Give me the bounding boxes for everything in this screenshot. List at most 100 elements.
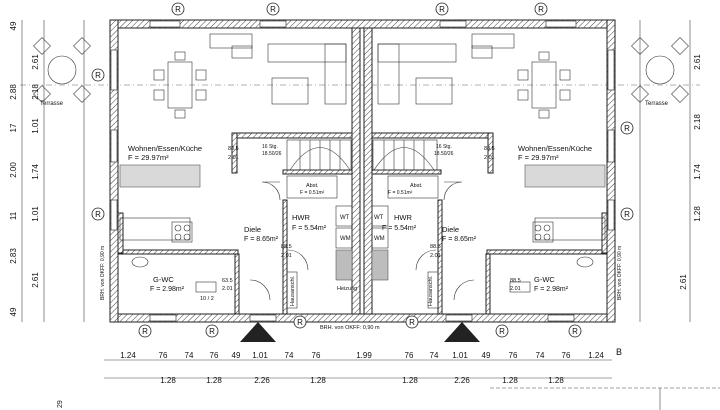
- room-name-diele-left: Diele: [244, 225, 261, 234]
- axis-marker: R: [435, 2, 449, 16]
- door-width-left-1: 2.01: [228, 155, 239, 161]
- label-abst-right: Abst.: [410, 183, 423, 189]
- dimension-label: 1.74: [31, 164, 40, 180]
- axis-marker: R: [293, 315, 307, 329]
- terrace-table-right: [631, 37, 689, 103]
- svg-text:R: R: [95, 71, 101, 80]
- dimension-label: 76: [312, 351, 321, 360]
- section-marker: B: [616, 347, 622, 357]
- svg-text:R: R: [538, 5, 544, 14]
- room-area-hwr-left: F = 5.54m²: [292, 225, 327, 232]
- label-stairs-left: 16 Stg.: [262, 144, 278, 150]
- label-abst-area-right: F = 0.51m²: [388, 190, 413, 196]
- furniture-left: [119, 33, 353, 309]
- label-stairs-right: 16 Stg.: [436, 144, 452, 150]
- svg-text:R: R: [624, 124, 630, 133]
- label-terrasse-right: Terrasse: [645, 101, 669, 107]
- entrance-marker-left: [240, 322, 276, 342]
- dim-bottom-left-edge: 29: [57, 400, 64, 408]
- svg-text:R: R: [499, 327, 505, 336]
- room-name-living-left: Wohnen/Essen/Küche: [128, 144, 202, 153]
- label-terrasse-left: Terrasse: [40, 101, 64, 107]
- dimension-label: 17: [9, 123, 18, 132]
- room-area-hwr-right: F = 5.54m²: [382, 225, 417, 232]
- svg-text:R: R: [175, 5, 181, 14]
- axis-marker: R: [534, 2, 548, 16]
- dimension-label: 1.99: [356, 351, 372, 360]
- dimension-label: 1.24: [120, 351, 136, 360]
- dimension-label: 2.88: [9, 84, 18, 100]
- room-name-wc-left: G-WC: [153, 275, 174, 284]
- label-hausanschl-left: Hausanschl.: [290, 275, 296, 306]
- label-stairs-ratio-left: 18.50/26: [262, 151, 282, 157]
- room-area-living-right: F = 29.97m²: [518, 153, 559, 162]
- entrance-marker-right: [444, 322, 480, 342]
- door-height-right-1: 88.5: [484, 146, 495, 152]
- dimension-label: 2.61: [693, 54, 702, 70]
- dimension-label: 2.18: [693, 114, 702, 130]
- dimension-right-inner: 2.612.181.741.28: [693, 54, 702, 222]
- svg-text:R: R: [95, 210, 101, 219]
- svg-text:R: R: [209, 327, 215, 336]
- svg-text:R: R: [297, 318, 303, 327]
- dimension-label: 74: [185, 351, 194, 360]
- room-area-diele-left: F = 8.65m²: [244, 236, 279, 243]
- label-hausanschl-right: Hausanschl.: [428, 275, 434, 306]
- dimension-label: 11: [9, 211, 18, 220]
- axis-marker: R: [91, 68, 105, 82]
- label-abst-area-left: F = 0.51m²: [300, 190, 325, 196]
- dimension-lines: [21, 20, 720, 410]
- dimension-label: 76: [210, 351, 219, 360]
- dimension-label: 2.61: [31, 54, 40, 70]
- dimension-right-outer: 2.61: [679, 274, 688, 290]
- svg-text:R: R: [439, 5, 445, 14]
- dimension-label: 1.28: [502, 376, 518, 385]
- label-wt-left: WT: [340, 215, 350, 221]
- wc-note-left: 10 / 2: [200, 296, 214, 302]
- axis-marker: R: [138, 324, 152, 338]
- dimension-label: 1.24: [588, 351, 604, 360]
- dimension-label: 1.28: [160, 376, 176, 385]
- dimension-label: 74: [430, 351, 439, 360]
- door-height-right-2: 88.5: [430, 244, 441, 250]
- room-name-diele-right: Diele: [442, 225, 459, 234]
- dimension-label: 1.28: [548, 376, 564, 385]
- room-name-living-right: Wohnen/Essen/Küche: [518, 144, 592, 153]
- furniture-right: [371, 33, 606, 309]
- svg-text:R: R: [572, 327, 578, 336]
- dimension-label: 1.01: [252, 351, 268, 360]
- axis-markers: R R R R R R R R R R R R R R: [91, 2, 634, 338]
- dimension-label: 2.18: [31, 84, 40, 100]
- door-width-right-2: 2.01: [430, 253, 441, 259]
- dimension-label: 76: [405, 351, 414, 360]
- dimension-label: 1.28: [310, 376, 326, 385]
- parapet-note-side-left: BRH. von OKFF: 0,90 m: [100, 246, 106, 300]
- room-area-living-left: F = 29.97m²: [128, 153, 169, 162]
- axis-marker: R: [620, 207, 634, 221]
- axis-marker: R: [495, 324, 509, 338]
- dimension-label: 1.28: [206, 376, 222, 385]
- dimension-label: 1.01: [31, 118, 40, 134]
- door-width-left-2: 2.01: [281, 253, 292, 259]
- svg-text:R: R: [142, 327, 148, 336]
- label-stairs-ratio-right: 18.50/26: [434, 151, 454, 157]
- room-name-hwr-left: HWR: [292, 213, 310, 222]
- dimension-label: 1.74: [693, 164, 702, 180]
- parapet-note-bottom: BRH. von OKFF: 0,90 m: [320, 325, 380, 331]
- axis-marker: R: [620, 121, 634, 135]
- door-height-left-3: 63.5: [222, 278, 233, 284]
- dimension-label: 74: [285, 351, 294, 360]
- door-height-right-3: 88.5: [510, 278, 521, 284]
- dimension-label: 49: [232, 351, 241, 360]
- room-name-wc-right: G-WC: [534, 275, 555, 284]
- dimension-label: 74: [536, 351, 545, 360]
- dimension-label: 76: [562, 351, 571, 360]
- parapet-note-side-right: BRH. von OKFF: 0,90 m: [617, 246, 623, 300]
- svg-text:R: R: [270, 5, 276, 14]
- label-heizung-left: Heizung: [337, 286, 357, 292]
- label-wt-right: WT: [374, 215, 384, 221]
